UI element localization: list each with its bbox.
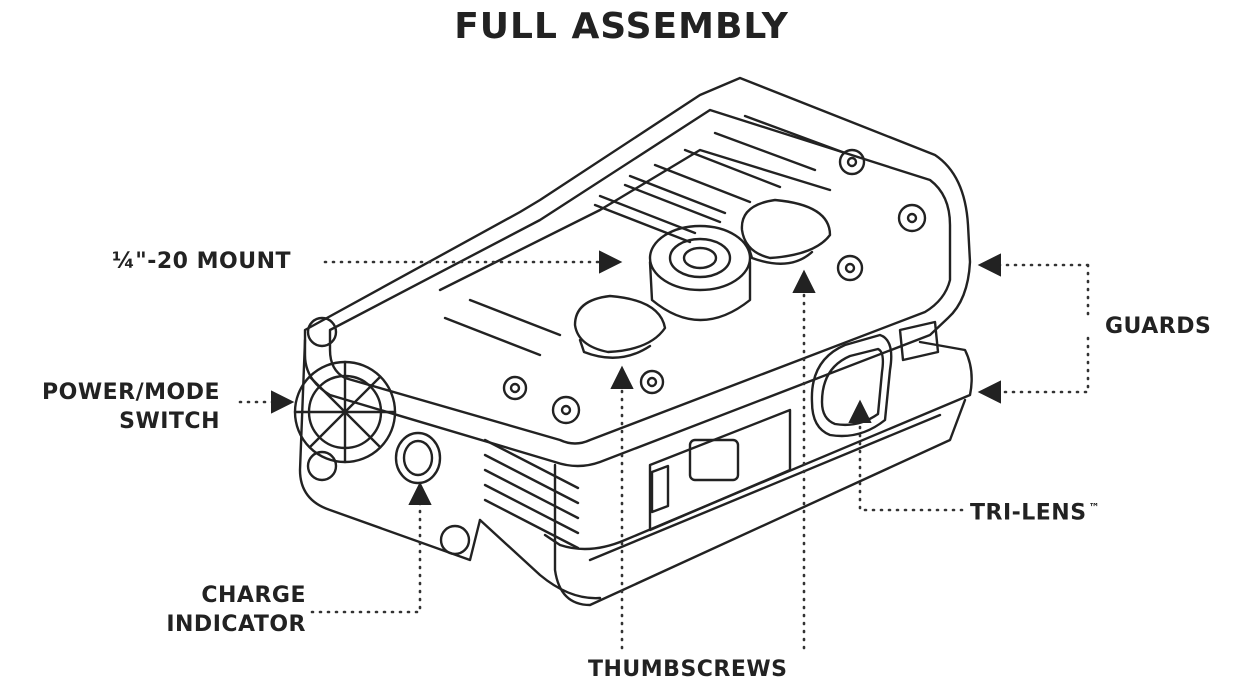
mount-label: ¼"-20 MOUNT — [112, 249, 292, 274]
screw-3-core — [844, 262, 856, 274]
mount-boss-hole — [682, 246, 718, 270]
mount-boss-top — [648, 224, 752, 292]
rib-5 — [653, 163, 752, 204]
top-housing-outline — [303, 76, 972, 468]
lower-body-outline — [553, 398, 967, 607]
mount-boss-ring — [668, 237, 732, 279]
trademark-mark: ™ — [1088, 501, 1101, 514]
screw-6 — [639, 369, 665, 395]
leader-guards-bottom — [977, 336, 1090, 404]
mount-boss-side — [648, 260, 752, 322]
fin-1 — [483, 438, 580, 490]
charge-label-line1: CHARGE — [201, 583, 306, 608]
top-housing-inner — [328, 108, 952, 445]
side-window — [688, 438, 740, 482]
thumbscrews-label: THUMBSCREWS — [588, 657, 788, 682]
switch-boss-bottom — [306, 450, 338, 482]
rib-3 — [623, 183, 722, 224]
switch-boss-top — [306, 316, 338, 348]
top-panel-step — [438, 148, 832, 292]
leader-tri-lens — [848, 399, 964, 512]
leader-guards-top — [980, 265, 1090, 320]
fin-4 — [483, 483, 580, 535]
charge-indicator-led-inner — [402, 439, 434, 477]
screw-2-core — [906, 212, 918, 224]
side-panel — [648, 408, 792, 532]
lower-body-inner — [588, 413, 942, 562]
screw-4-core — [509, 382, 521, 394]
screw-1 — [838, 148, 866, 176]
leader-charge — [310, 481, 432, 614]
side-clip — [650, 464, 670, 514]
screw-4 — [502, 375, 528, 401]
rib-8 — [743, 114, 847, 155]
tri-lens-inner — [820, 347, 885, 427]
screw-3 — [836, 254, 864, 282]
rib-1 — [593, 203, 692, 244]
guards-label: GUARDS — [1105, 314, 1212, 339]
rib-4 — [628, 174, 727, 215]
fin-2 — [483, 453, 580, 505]
foot-boss — [439, 524, 471, 556]
screw-6-core — [646, 376, 658, 388]
screw-5-core — [560, 404, 572, 416]
fin-5 — [483, 498, 580, 550]
power-switch-diag-2 — [308, 375, 382, 449]
guard-bracket — [898, 320, 940, 362]
rib-6 — [683, 148, 782, 189]
power-mode-label-line1: POWER/MODE — [42, 380, 220, 405]
power-mode-label-line2: SWITCH — [119, 409, 220, 434]
rib-7 — [713, 131, 817, 172]
front-body-left — [298, 338, 482, 562]
screw-2 — [897, 203, 927, 233]
tri-lens-window — [810, 333, 893, 438]
thumbscrew-right-knurl — [746, 243, 814, 265]
rib-10 — [443, 316, 542, 357]
thumbscrew-right-head — [740, 198, 832, 260]
lower-body-bottom — [478, 518, 602, 600]
thumbscrew-left-head — [573, 294, 667, 354]
rib-9 — [468, 298, 562, 337]
thumbscrew-left-knurl — [578, 338, 652, 359]
screw-1-core — [846, 156, 858, 168]
charge-label-line2: INDICATOR — [166, 612, 306, 637]
diagram-title: FULL ASSEMBLY — [454, 6, 789, 47]
rib-2 — [598, 194, 697, 235]
screw-5 — [551, 395, 581, 425]
fin-3 — [483, 468, 580, 520]
guard-rail — [543, 340, 973, 551]
tri-lens-text: TRI-LENS — [970, 500, 1087, 526]
